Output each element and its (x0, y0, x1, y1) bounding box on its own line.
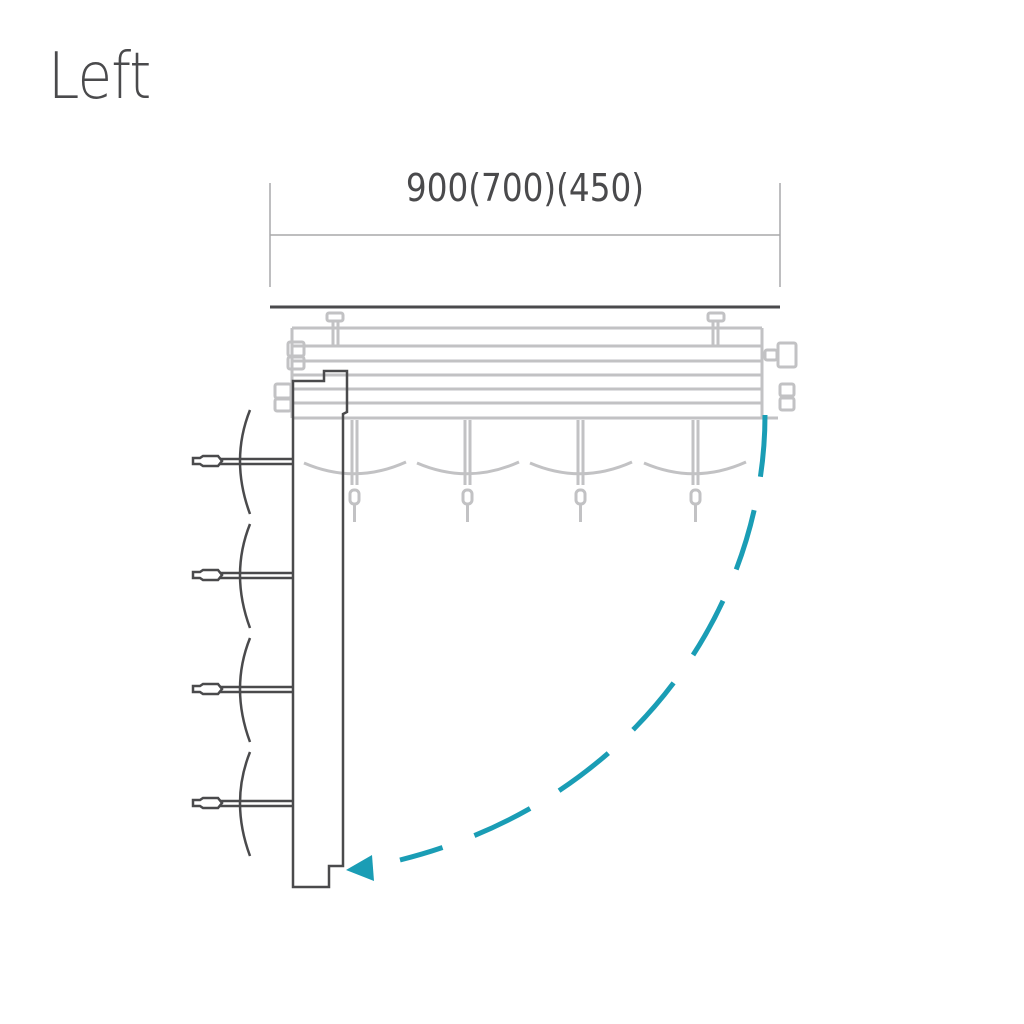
open-handle (191, 751, 293, 857)
open-handle (191, 637, 293, 743)
closed-handle (416, 420, 520, 522)
swing-arrow-icon (346, 414, 768, 881)
closed-door (273, 311, 798, 522)
closed-handle (529, 420, 633, 522)
closed-handle (643, 420, 747, 522)
open-handle (191, 409, 293, 515)
dimension-line (269, 183, 781, 287)
closed-handle (303, 420, 407, 522)
page-title: Left (48, 40, 151, 114)
open-handle (191, 523, 293, 629)
dimension-label: 900(700)(450) (405, 166, 645, 210)
open-door (191, 369, 349, 889)
